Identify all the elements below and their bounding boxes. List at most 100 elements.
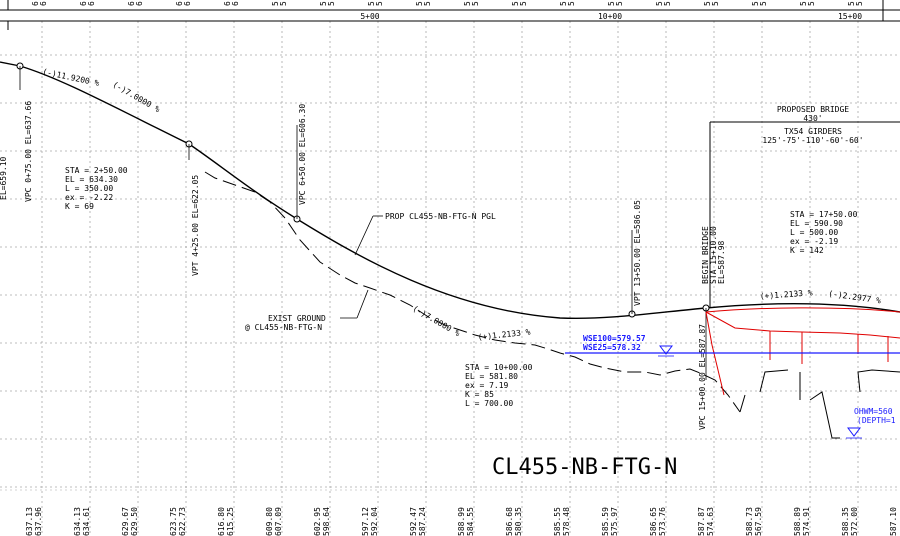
left-elevation-label: EL=659.10 <box>0 156 8 200</box>
begin-bridge-label: BEGIN BRIDGE <box>701 226 710 284</box>
top-elevation-value: 5 <box>511 1 520 6</box>
bottom-elevation-value: 588.73 <box>745 507 754 536</box>
grade-label-3: (-)7.0000 % <box>411 304 462 338</box>
top-elevation-value: 6 <box>87 1 96 6</box>
bottom-elevation-value: 637.13 <box>25 507 34 536</box>
svg-text:L = 350.00: L = 350.00 <box>65 184 113 193</box>
bottom-elevation-value: 623.75 <box>169 507 178 536</box>
ohwm-label: OHWM=560 <box>854 407 893 416</box>
top-elevation-value: 5 <box>367 1 376 6</box>
bottom-elevation-value: 584.55 <box>466 507 475 536</box>
svg-text:ex = -2.22: ex = -2.22 <box>65 193 113 202</box>
bottom-elevation-value: 587.24 <box>418 507 427 536</box>
bottom-elevation-value: 585.55 <box>553 507 562 536</box>
bottom-elevation-value: 634.13 <box>73 507 82 536</box>
svg-text:K = 69: K = 69 <box>65 202 94 211</box>
svg-text:STA = 10+00.00: STA = 10+00.00 <box>465 363 533 372</box>
bottom-elevation-value: 634.61 <box>82 507 91 536</box>
bottom-elevation-value: 615.25 <box>226 507 235 536</box>
top-elevation-value: 5 <box>415 1 424 6</box>
bottom-elevation-value: 572.00 <box>850 507 859 536</box>
top-elevation-value: 6 <box>231 1 240 6</box>
curve-data-1: STA = 2+50.00 EL = 634.30 L = 350.00 ex … <box>65 166 128 211</box>
top-elevation-value: 5 <box>615 1 624 6</box>
grade-label-1: (-)11.9200 % <box>42 67 101 88</box>
station-label-10: 10+00 <box>598 12 622 21</box>
bottom-elevation-value: 592.47 <box>409 507 418 536</box>
wse25-label: WSE25=578.32 <box>583 343 641 352</box>
bottom-elevation-value: 573.76 <box>658 507 667 536</box>
bottom-elevation-value: 592.04 <box>370 507 379 536</box>
top-elevation-value: 6 <box>127 1 136 6</box>
begin-bridge-elevation: EL=587.98 <box>717 240 726 284</box>
svg-text:EL = 581.80: EL = 581.80 <box>465 372 518 381</box>
bottom-elevation-value: 574.63 <box>706 507 715 536</box>
vpc1-label: VPC 0+75.00 EL=637.66 <box>24 101 33 202</box>
top-elevation-value: 5 <box>703 1 712 6</box>
bottom-elevation-value: 602.95 <box>313 507 322 536</box>
bottom-elevation-value: 575.97 <box>610 507 619 536</box>
bottom-elevation-value: 580.35 <box>514 507 523 536</box>
svg-text:ex = -2.19: ex = -2.19 <box>790 237 838 246</box>
existing-ground-line <box>204 171 741 413</box>
top-elevation-value: 5 <box>271 1 280 6</box>
top-elevation-value: 5 <box>855 1 864 6</box>
station-label-15: 15+00 <box>838 12 862 21</box>
bridge-structure <box>705 307 900 396</box>
bottom-elevation-value: 609.80 <box>265 507 274 536</box>
top-elevation-value: 5 <box>319 1 328 6</box>
bottom-elevation-value: 607.09 <box>274 507 283 536</box>
svg-text:TX54 GIRDERS: TX54 GIRDERS <box>784 127 842 136</box>
svg-text:EL = 634.30: EL = 634.30 <box>65 175 118 184</box>
drawing-title: CL455-NB-FTG-N <box>492 455 677 480</box>
exist-ground-callout-2: @ CL455-NB-FTG-N <box>245 323 322 332</box>
prop-pgl-callout: PROP CL455-NB-FTG-N PGL <box>385 212 496 221</box>
top-elevation-value: 5 <box>375 1 384 6</box>
top-elevation-value: 5 <box>799 1 808 6</box>
top-elevation-value: 5 <box>847 1 856 6</box>
top-elevation-value: 5 <box>519 1 528 6</box>
top-elevation-value: 6 <box>135 1 144 6</box>
grid-lines <box>0 21 900 536</box>
svg-text:L = 500.00: L = 500.00 <box>790 228 838 237</box>
top-elevation-value: 5 <box>807 1 816 6</box>
wse100-label: WSE100=579.57 <box>583 334 646 343</box>
station-label-5: 5+00 <box>360 12 379 21</box>
grade-label-5: (+)1.2133 % <box>760 288 814 301</box>
top-elevation-value: 5 <box>559 1 568 6</box>
top-elevation-value: 6 <box>31 1 40 6</box>
top-elevation-value: 5 <box>711 1 720 6</box>
bottom-elevation-value: 588.89 <box>793 507 802 536</box>
svg-text:K = 85: K = 85 <box>465 390 494 399</box>
bottom-elevation-value: 588.35 <box>841 507 850 536</box>
begin-bridge-station: STA 15+10.00 <box>709 226 718 284</box>
top-elevation-value: 5 <box>567 1 576 6</box>
top-elevation-value: 5 <box>327 1 336 6</box>
svg-text:430': 430' <box>803 114 822 123</box>
vpt2-label: VPT 13+50.00 EL=586.05 <box>633 200 642 306</box>
bottom-elevation-value: 586.65 <box>649 507 658 536</box>
proposed-bridge-note: PROPOSED BRIDGE 430' TX54 GIRDERS 125'-7… <box>762 105 863 145</box>
bottom-elevation-value: 574.91 <box>802 507 811 536</box>
svg-text:PROPOSED BRIDGE: PROPOSED BRIDGE <box>777 105 849 114</box>
water-surface: WSE100=579.57 WSE25=578.32 OHWM=560 (DEP… <box>565 334 900 439</box>
bottom-elevation-value: 637.96 <box>34 507 43 536</box>
top-elevation-value: 6 <box>183 1 192 6</box>
proposed-grade-line <box>0 61 900 319</box>
vpc2-label: VPC 6+50.00 EL=606.30 <box>298 104 307 205</box>
water-level-icon <box>659 345 673 355</box>
svg-text:ex = 7.19: ex = 7.19 <box>465 381 509 390</box>
bottom-elevation-value: 598.64 <box>322 507 331 536</box>
ohwm-level-icon <box>847 427 861 437</box>
top-elevation-value: 5 <box>463 1 472 6</box>
top-elevation-value: 6 <box>175 1 184 6</box>
svg-text:L = 700.00: L = 700.00 <box>465 399 513 408</box>
bottom-elevation-value: 587.10 <box>889 507 898 536</box>
grade-label-4: (+)1.2133 % <box>477 327 531 342</box>
bottom-elevation-value: 588.99 <box>457 507 466 536</box>
top-elevation-value: 5 <box>607 1 616 6</box>
bottom-elevation-value: 622.73 <box>178 507 187 536</box>
bottom-elevation-value: 585.59 <box>601 507 610 536</box>
